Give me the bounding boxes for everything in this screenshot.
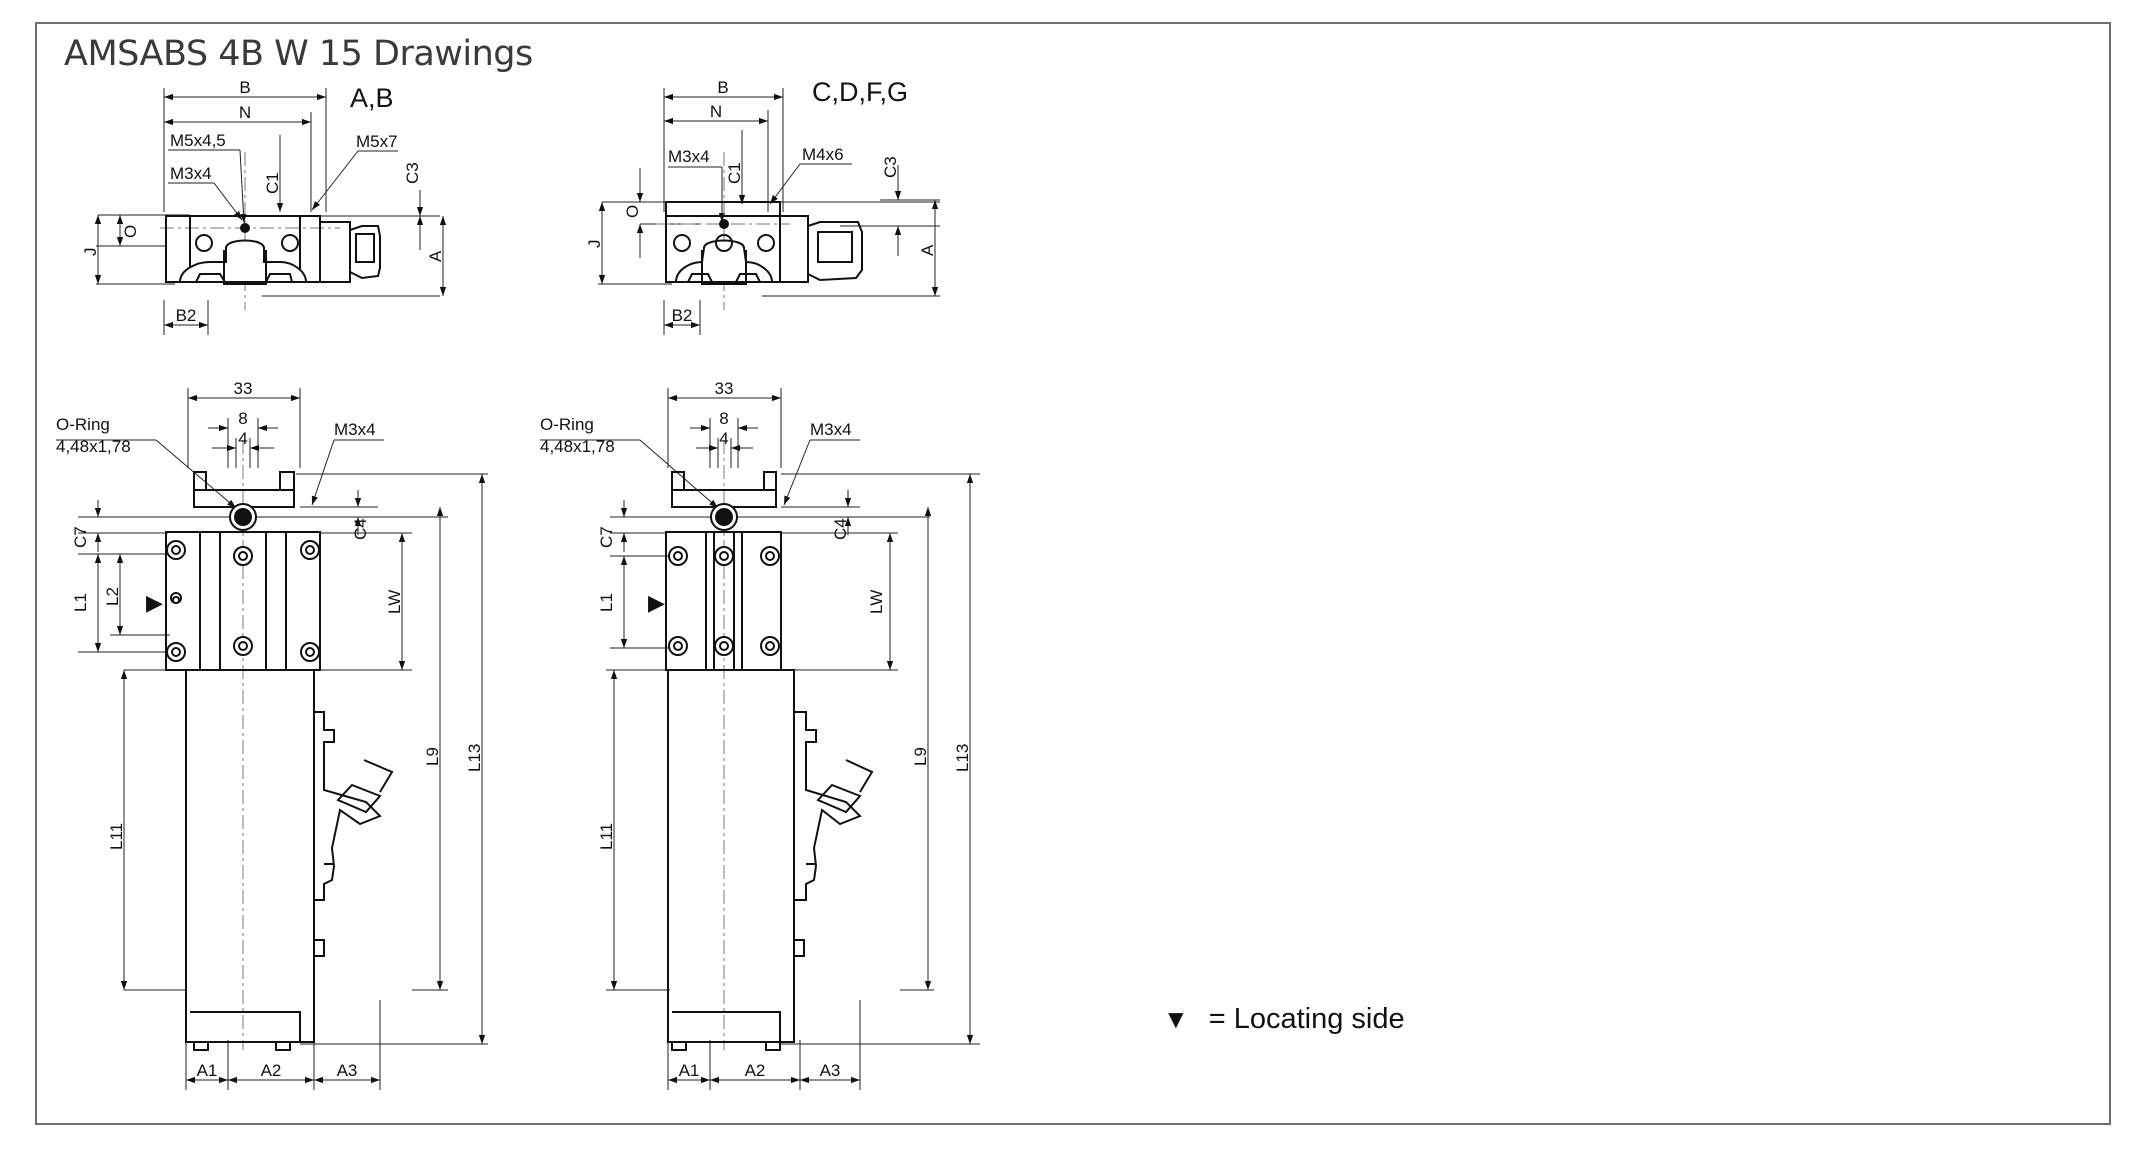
dim-label-a3: A3: [820, 1061, 841, 1080]
thread-label-m5x4-5: M5x4,5: [170, 131, 226, 150]
thread-label-m3x4: M3x4: [810, 420, 852, 439]
dim-label-c1: C1: [725, 162, 744, 184]
dim-label-n: N: [710, 102, 722, 121]
dim-label-j: J: [81, 248, 100, 257]
view-caption-cdfg: C,D,F,G: [812, 77, 908, 107]
dim-label-33: 33: [234, 379, 253, 398]
legend: ▼ = Locating side: [1163, 1003, 1405, 1036]
view-caption-ab: A,B: [350, 83, 394, 113]
dim-label-l9: L9: [911, 747, 930, 766]
side-cdfg-dimension-lines: [540, 388, 980, 1090]
dim-label-4: 4: [238, 429, 247, 448]
dim-label-a: A: [426, 250, 445, 262]
dim-label-l11: L11: [597, 823, 616, 850]
oring-label: O-Ring: [540, 415, 594, 434]
dim-label-a1: A1: [197, 1061, 218, 1080]
dim-label-c7: C7: [71, 526, 90, 548]
front-cdfg-labels: B N C,D,F,G M3x4 M4x6 C1 C3 O J A B2: [585, 77, 937, 325]
side-view-cdfg: 33 8 4 O-Ring 4,48x1,78 M3x4 C7 C4 L1 LW…: [540, 379, 980, 1090]
side-ab-actuator-body: [165, 471, 394, 1051]
dim-label-c4: C4: [831, 518, 850, 540]
dim-label-c3: C3: [881, 156, 900, 178]
dim-label-8: 8: [238, 409, 247, 428]
thread-label-m3x4: M3x4: [668, 147, 710, 166]
dim-label-c7: C7: [597, 526, 616, 548]
side-cdfg-labels: 33 8 4 O-Ring 4,48x1,78 M3x4 C7 C4 L1 LW…: [540, 379, 972, 1080]
front-ab-carriage-body: [165, 215, 381, 285]
dim-label-c1: C1: [263, 172, 282, 194]
dim-label-a2: A2: [261, 1061, 282, 1080]
dim-label-a: A: [918, 244, 937, 256]
dim-label-l13: L13: [465, 744, 484, 772]
side-view-ab: 33 8 4 O-Ring 4,48x1,78 M3x4 C7 C4 L1 L2…: [56, 379, 488, 1090]
drawing-title: AMSABS 4B W 15 Drawings: [64, 34, 533, 74]
dim-label-j: J: [585, 240, 604, 249]
dim-label-c3: C3: [403, 162, 422, 184]
locating-side-marker: ▶: [648, 590, 665, 615]
dim-label-a1: A1: [679, 1061, 700, 1080]
dim-label-l9: L9: [423, 747, 442, 766]
oring-size-label: 4,48x1,78: [56, 437, 131, 456]
side-ab-labels: 33 8 4 O-Ring 4,48x1,78 M3x4 C7 C4 L1 L2…: [56, 379, 484, 1080]
dim-label-l1: L1: [71, 593, 90, 612]
front-cdfg-dimension-lines: [598, 88, 940, 335]
thread-label-m4x6: M4x6: [802, 145, 844, 164]
dim-label-33: 33: [715, 379, 734, 398]
side-cdfg-actuator-body: [665, 471, 874, 1051]
thread-label-m3x4: M3x4: [170, 164, 212, 183]
dim-label-b: B: [239, 78, 250, 97]
dim-label-c4: C4: [351, 518, 370, 540]
dim-label-o: O: [623, 205, 642, 218]
locating-side-marker: ▶: [146, 590, 163, 615]
thread-label-m3x4: M3x4: [334, 420, 376, 439]
dim-label-a3: A3: [337, 1061, 358, 1080]
front-ab-labels: B N A,B M5x4,5 M3x4 M5x7 C1 C3 O J A B2: [81, 78, 445, 325]
front-view-cdfg: B N C,D,F,G M3x4 M4x6 C1 C3 O J A B2: [585, 77, 940, 335]
dim-label-o: O: [121, 225, 140, 238]
front-cdfg-carriage-body: [665, 201, 863, 285]
front-view-ab: B N A,B M5x4,5 M3x4 M5x7 C1 C3 O J A B2: [81, 78, 447, 335]
locating-side-triangle-icon: ▼: [1163, 1004, 1189, 1034]
dim-label-lw: LW: [867, 590, 886, 614]
dim-label-lw: LW: [385, 590, 404, 614]
dim-label-l1: L1: [597, 593, 616, 612]
legend-text: = Locating side: [1208, 1003, 1405, 1035]
drawing-frame: [35, 22, 2111, 1125]
oring-label: O-Ring: [56, 415, 110, 434]
dim-label-l2: L2: [103, 587, 122, 606]
dim-label-n: N: [239, 103, 251, 122]
dim-label-4: 4: [719, 429, 728, 448]
dim-label-a2: A2: [745, 1061, 766, 1080]
oring-size-label: 4,48x1,78: [540, 437, 615, 456]
side-ab-dimension-lines: [56, 388, 488, 1090]
dim-label-b2: B2: [672, 306, 693, 325]
dim-label-b: B: [717, 78, 728, 97]
thread-label-m5x7: M5x7: [356, 132, 398, 151]
dim-label-8: 8: [719, 409, 728, 428]
front-ab-dimension-lines: [94, 88, 447, 335]
dim-label-l11: L11: [107, 823, 126, 850]
dim-label-l13: L13: [953, 744, 972, 772]
dim-label-b2: B2: [176, 306, 197, 325]
